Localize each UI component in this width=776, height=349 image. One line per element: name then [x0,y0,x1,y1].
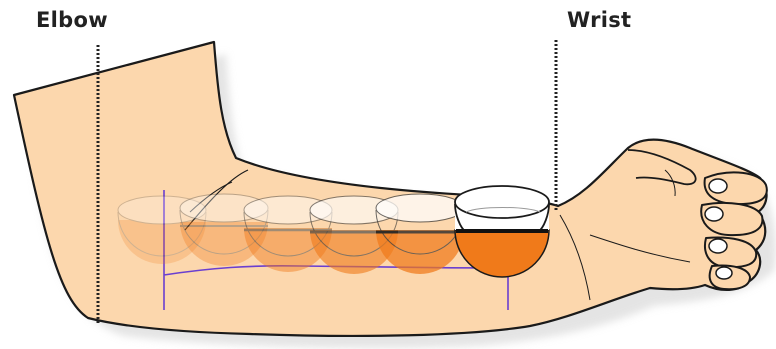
wrist-label: Wrist [567,8,631,32]
cup-current [455,186,549,277]
elbow-label: Elbow [36,8,108,32]
